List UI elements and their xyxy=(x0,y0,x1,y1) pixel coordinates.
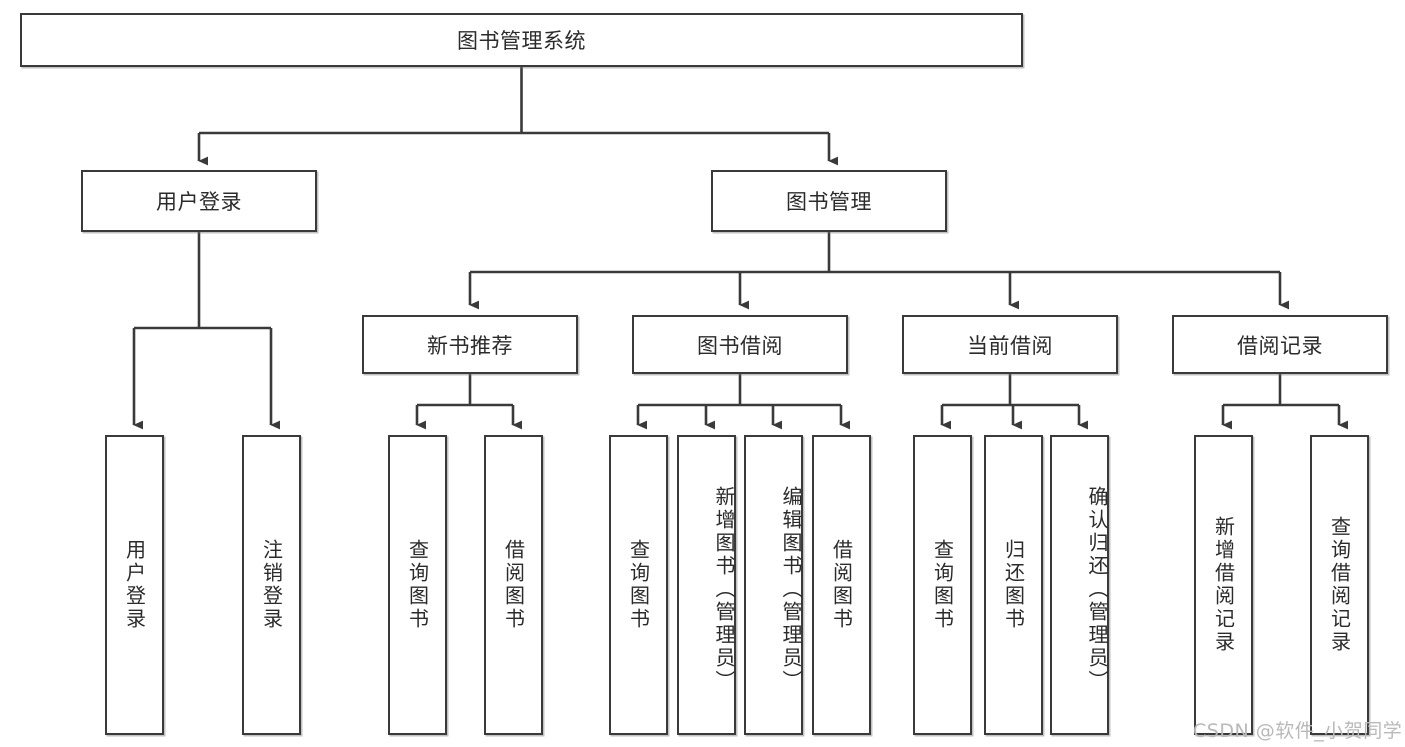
node-leaf-user-login[interactable]: 用户登录 xyxy=(105,435,164,735)
node-book-borrow-label: 图书借阅 xyxy=(697,333,783,358)
node-new-book-recommend-label: 新书推荐 xyxy=(427,333,513,358)
node-leaf-add-borrow-record[interactable]: 新增借阅记录 xyxy=(1194,435,1253,735)
node-leaf-return-book-label: 归还图书 xyxy=(1001,539,1026,631)
node-user-login-label: 用户登录 xyxy=(156,190,242,214)
node-leaf-borrow-book[interactable]: 借阅图书 xyxy=(812,435,871,735)
node-leaf-query-borrow-record-label: 查询借阅记录 xyxy=(1327,516,1352,654)
node-leaf-logout[interactable]: 注销登录 xyxy=(242,435,301,735)
node-leaf-query-book-current[interactable]: 查询图书 xyxy=(913,435,972,735)
node-leaf-add-book[interactable]: 新增图书（管理员） xyxy=(677,435,736,735)
node-root[interactable]: 图书管理系统 xyxy=(20,13,1023,67)
node-leaf-user-login-label: 用户登录 xyxy=(122,539,147,631)
node-leaf-add-book-label: 新增图书（管理员） xyxy=(712,485,736,693)
node-book-borrow[interactable]: 图书借阅 xyxy=(632,315,848,374)
node-current-borrow[interactable]: 当前借阅 xyxy=(902,315,1118,374)
node-book-management-label: 图书管理 xyxy=(786,190,872,214)
node-leaf-query-book-borrow[interactable]: 查询图书 xyxy=(609,435,668,735)
node-leaf-borrow-book-label: 借阅图书 xyxy=(829,539,854,631)
node-root-label: 图书管理系统 xyxy=(457,29,586,53)
node-leaf-edit-book-label: 编辑图书（管理员） xyxy=(779,485,803,693)
node-leaf-confirm-return-label: 确认归还（管理员） xyxy=(1085,485,1109,693)
node-leaf-borrow-book-rec-label: 借阅图书 xyxy=(501,539,526,631)
node-leaf-query-book-borrow-label: 查询图书 xyxy=(626,539,651,631)
node-user-login[interactable]: 用户登录 xyxy=(81,170,317,232)
node-leaf-logout-label: 注销登录 xyxy=(259,539,284,631)
node-leaf-return-book[interactable]: 归还图书 xyxy=(984,435,1043,735)
node-leaf-add-borrow-record-label: 新增借阅记录 xyxy=(1211,516,1236,654)
node-new-book-recommend[interactable]: 新书推荐 xyxy=(362,315,578,374)
node-leaf-query-book-current-label: 查询图书 xyxy=(930,539,955,631)
node-book-management[interactable]: 图书管理 xyxy=(711,170,947,232)
node-leaf-edit-book[interactable]: 编辑图书（管理员） xyxy=(744,435,803,735)
csdn-watermark: CSDN @软件_小贺同学 xyxy=(1193,720,1403,742)
node-leaf-query-borrow-record[interactable]: 查询借阅记录 xyxy=(1310,435,1369,735)
node-leaf-query-book-rec-label: 查询图书 xyxy=(405,539,430,631)
node-borrow-record-label: 借阅记录 xyxy=(1237,333,1323,358)
node-leaf-query-book-rec[interactable]: 查询图书 xyxy=(388,435,447,735)
node-leaf-borrow-book-rec[interactable]: 借阅图书 xyxy=(484,435,543,735)
node-borrow-record[interactable]: 借阅记录 xyxy=(1172,315,1388,374)
node-leaf-confirm-return[interactable]: 确认归还（管理员） xyxy=(1050,435,1109,735)
node-current-borrow-label: 当前借阅 xyxy=(967,333,1053,358)
